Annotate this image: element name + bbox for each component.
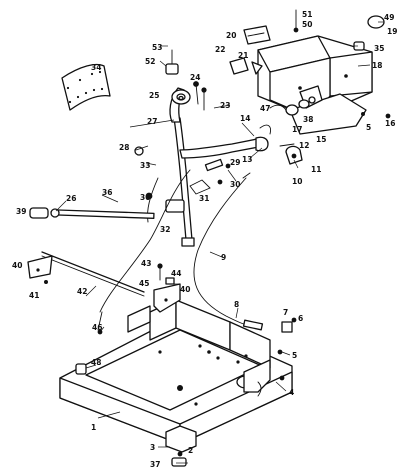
switch-cluster: [279, 143, 303, 165]
callout-50: 50: [302, 20, 312, 29]
callout-40a: 40: [12, 261, 22, 270]
callout-53: 53: [152, 43, 162, 52]
callout-34: 34: [91, 63, 101, 72]
callout-30a: 30: [140, 193, 150, 202]
callout-48: 48: [91, 358, 101, 367]
callout-31: 31: [199, 194, 209, 203]
callout-39: 39: [16, 207, 26, 216]
callout-35: 35: [374, 44, 384, 53]
callout-19: 19: [387, 27, 397, 36]
callout-8: 8: [234, 300, 239, 309]
callout-37: 37: [150, 460, 160, 469]
callout-3: 3: [150, 443, 155, 452]
callout-41: 41: [29, 291, 39, 300]
callout-9: 9: [221, 253, 226, 262]
callout-33: 33: [140, 161, 150, 170]
cables: [97, 169, 264, 331]
callout-38: 38: [303, 115, 313, 124]
callout-24: 24: [190, 73, 200, 82]
callout-27: 27: [147, 117, 157, 126]
callout-5a: 5: [292, 351, 297, 360]
callout-4: 4: [289, 388, 294, 397]
leader-lines: [55, 21, 384, 464]
callout-46: 46: [92, 323, 102, 332]
callout-36: 36: [102, 188, 112, 197]
callout-21: 21: [238, 51, 248, 60]
callout-20: 20: [226, 31, 236, 40]
callout-32: 32: [160, 225, 170, 234]
callout-16: 16: [385, 119, 395, 128]
callout-5b: 5: [366, 123, 371, 132]
callout-25: 25: [149, 91, 159, 100]
lever-pins: [193, 81, 207, 111]
upper-housing: [257, 35, 373, 135]
callout-47: 47: [260, 104, 270, 113]
callout-49: 49: [384, 13, 394, 22]
shaft-assembly: [27, 207, 155, 297]
base-frame: [59, 299, 293, 453]
callout-29: 29: [230, 158, 240, 167]
center-bracket: [153, 263, 181, 313]
fasteners: [44, 9, 391, 467]
callout-17: 17: [292, 125, 302, 134]
callout-22: 22: [215, 45, 225, 54]
callout-14: 14: [240, 114, 250, 123]
callout-10: 10: [292, 177, 302, 186]
callout-45: 45: [139, 279, 149, 288]
callout-30b: 30: [230, 180, 240, 189]
fittings: [259, 96, 316, 135]
callout-12: 12: [299, 141, 309, 150]
callout-52: 52: [145, 57, 155, 66]
callout-43: 43: [141, 259, 151, 268]
callout-13: 13: [242, 155, 252, 164]
callout-15: 15: [316, 135, 326, 144]
labels-and-decals: [229, 25, 271, 75]
callout-labels: 1 2 3 4 5 5 6 7 8 9 10 11 12 13 14 15 16…: [12, 10, 397, 469]
callout-40b: 40: [180, 285, 190, 294]
callout-26: 26: [66, 194, 76, 203]
callout-11: 11: [311, 165, 321, 174]
cover-plate: [61, 63, 111, 111]
callout-18: 18: [372, 61, 382, 70]
callout-28: 28: [119, 143, 129, 152]
callout-44: 44: [171, 269, 181, 278]
callout-6: 6: [298, 314, 303, 323]
callout-2: 2: [188, 446, 193, 455]
callout-42: 42: [77, 287, 87, 296]
callout-1: 1: [91, 423, 96, 432]
callout-23: 23: [220, 101, 230, 110]
callout-51: 51: [302, 10, 312, 19]
callout-7: 7: [283, 308, 288, 317]
